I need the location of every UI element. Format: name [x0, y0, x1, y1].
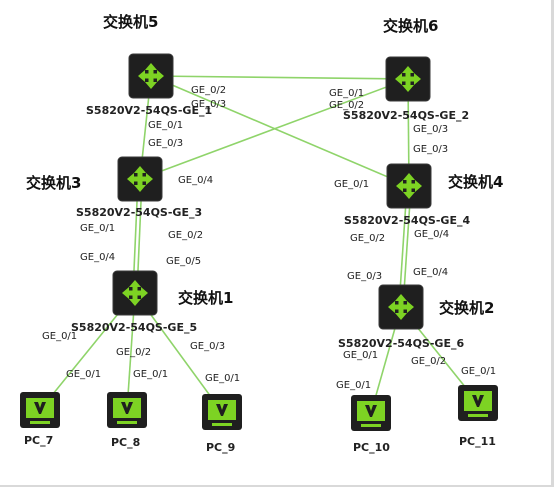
- port-label: GE_0/1: [148, 120, 183, 131]
- pc-name: PC_8: [111, 436, 140, 449]
- switch-name: 交换机6: [383, 17, 438, 35]
- port-label: GE_0/4: [414, 229, 449, 240]
- port-label: GE_0/3: [413, 124, 448, 135]
- port-label: GE_0/2: [411, 356, 446, 367]
- pc-name: PC_11: [459, 435, 496, 448]
- port-label: GE_0/3: [347, 271, 382, 282]
- port-label: GE_0/4: [178, 175, 213, 186]
- switch-name: 交换机1: [178, 289, 233, 307]
- port-label: GE_0/2: [168, 230, 203, 241]
- link-sw5-sw6[interactable]: [150, 75, 409, 80]
- switch-model: S5820V2-54QS-GE_6: [338, 337, 464, 350]
- switch-name: 交换机2: [439, 299, 494, 317]
- port-label: GE_0/3: [148, 138, 183, 149]
- pc-pc10[interactable]: [351, 395, 391, 431]
- pc-pc7[interactable]: [20, 392, 60, 428]
- port-label: GE_0/3: [413, 144, 448, 155]
- port-label: GE_0/1: [80, 223, 115, 234]
- port-label: GE_0/4: [80, 252, 115, 263]
- pc-pc9[interactable]: [202, 394, 242, 430]
- pc-name: PC_7: [24, 434, 53, 447]
- switch-model: S5820V2-54QS-GE_4: [344, 214, 470, 227]
- port-label: GE_0/4: [413, 267, 448, 278]
- port-label: GE_0/1: [336, 380, 371, 391]
- port-label: GE_0/2: [350, 233, 385, 244]
- port-label: GE_0/5: [166, 256, 201, 267]
- switch-sw3[interactable]: [117, 156, 163, 202]
- switch-model: S5820V2-54QS-GE_3: [76, 206, 202, 219]
- port-label: GE_0/1: [42, 331, 77, 342]
- port-label: GE_0/3: [191, 99, 226, 110]
- port-label: GE_0/1: [133, 369, 168, 380]
- switch-model: S5820V2-54QS-GE_1: [86, 104, 212, 117]
- canvas-border-right: [551, 0, 554, 487]
- pc-name: PC_10: [353, 441, 390, 454]
- switch-sw2[interactable]: [378, 284, 424, 330]
- pc-pc11[interactable]: [458, 385, 498, 421]
- port-labels: GE_0/2 GE_0/1 GE_0/3 GE_0/1 GE_0/2 GE_0/…: [42, 85, 496, 391]
- port-label: GE_0/1: [343, 350, 378, 361]
- port-label: GE_0/1: [66, 369, 101, 380]
- port-label: GE_0/2: [329, 100, 364, 111]
- switch-sw6[interactable]: [385, 56, 431, 102]
- switch-sw5[interactable]: [128, 53, 174, 99]
- pc-pc8[interactable]: [107, 392, 147, 428]
- port-label: GE_0/1: [205, 373, 240, 384]
- port-label: GE_0/1: [334, 179, 369, 190]
- switch-model: S5820V2-54QS-GE_2: [343, 109, 469, 122]
- port-label: GE_0/2: [191, 85, 226, 96]
- switch-name: 交换机5: [103, 13, 158, 31]
- link-sw5-sw4[interactable]: [150, 75, 410, 187]
- port-label: GE_0/2: [116, 347, 151, 358]
- port-label: GE_0/3: [190, 341, 225, 352]
- switch-name: 交换机3: [26, 174, 81, 192]
- link-sw6-sw3[interactable]: [139, 78, 409, 180]
- switch-sw1[interactable]: [112, 270, 158, 316]
- port-label: GE_0/1: [461, 366, 496, 377]
- canvas-border-bottom: [0, 485, 554, 487]
- port-label: GE_0/1: [329, 88, 364, 99]
- switch-sw4[interactable]: [386, 163, 432, 209]
- switch-name: 交换机4: [448, 173, 503, 191]
- pc-name: PC_9: [206, 441, 235, 454]
- switch-model: S5820V2-54QS-GE_5: [71, 321, 197, 334]
